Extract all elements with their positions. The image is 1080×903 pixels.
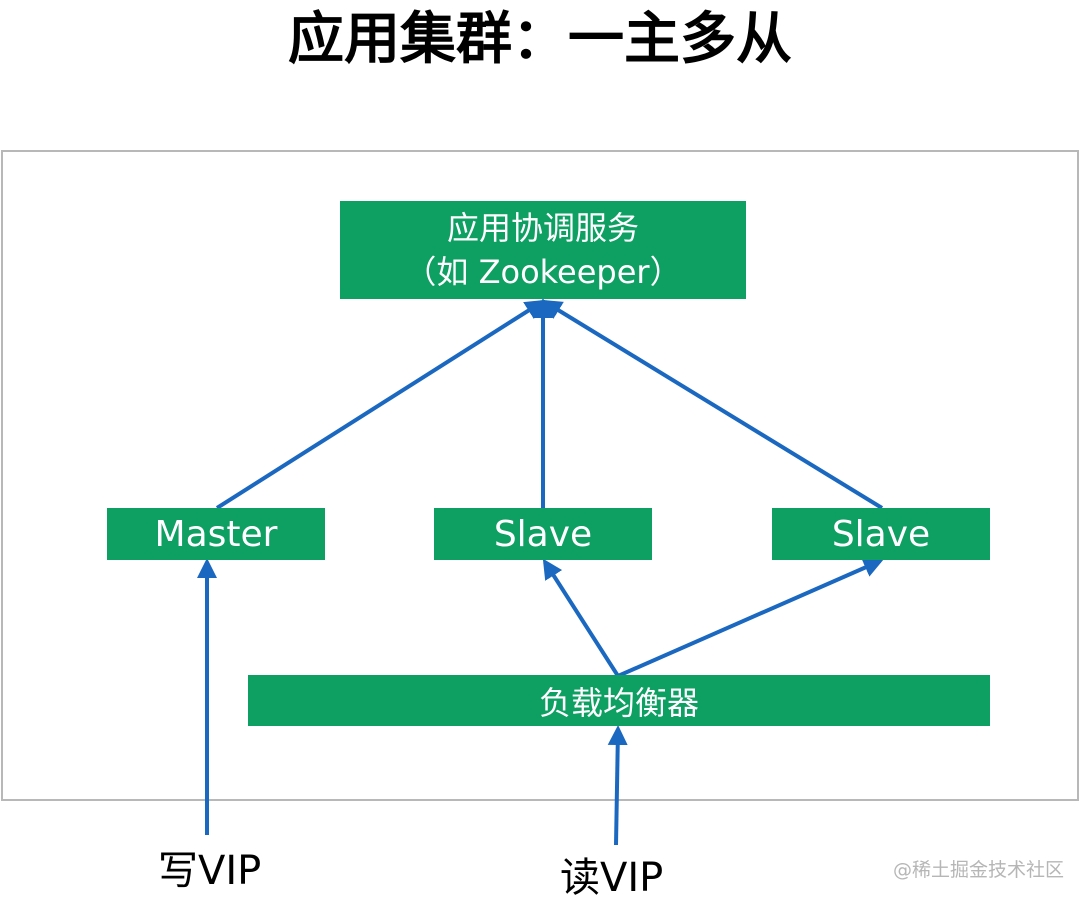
slave-node-left: Slave <box>434 508 652 560</box>
write-vip-label: 写VIP <box>158 848 262 894</box>
coordination-service-title: 应用协调服务 <box>446 209 639 247</box>
arrow-master-to-coordinator <box>215 299 546 510</box>
arrow-slave-right-to-coordinator <box>541 299 884 510</box>
arrow-load-balancer-to-slave-right <box>617 558 884 678</box>
arrow-read-vip-to-load-balancer <box>607 725 628 846</box>
coordination-service-example: （如 Zookeeper） <box>404 253 682 291</box>
cluster-frame <box>1 150 1079 801</box>
slave-node-right: Slave <box>772 508 990 560</box>
watermark: @稀土掘金技术社区 <box>893 859 1065 881</box>
coordination-service-node: 应用协调服务 （如 Zookeeper） <box>340 201 746 299</box>
master-node: Master <box>107 508 325 560</box>
page-title: 应用集群：一主多从 <box>288 7 792 72</box>
read-vip-label: 读VIP <box>560 855 664 901</box>
load-balancer-node: 负载均衡器 <box>248 675 990 726</box>
arrow-load-balancer-to-slave-left <box>542 558 620 678</box>
